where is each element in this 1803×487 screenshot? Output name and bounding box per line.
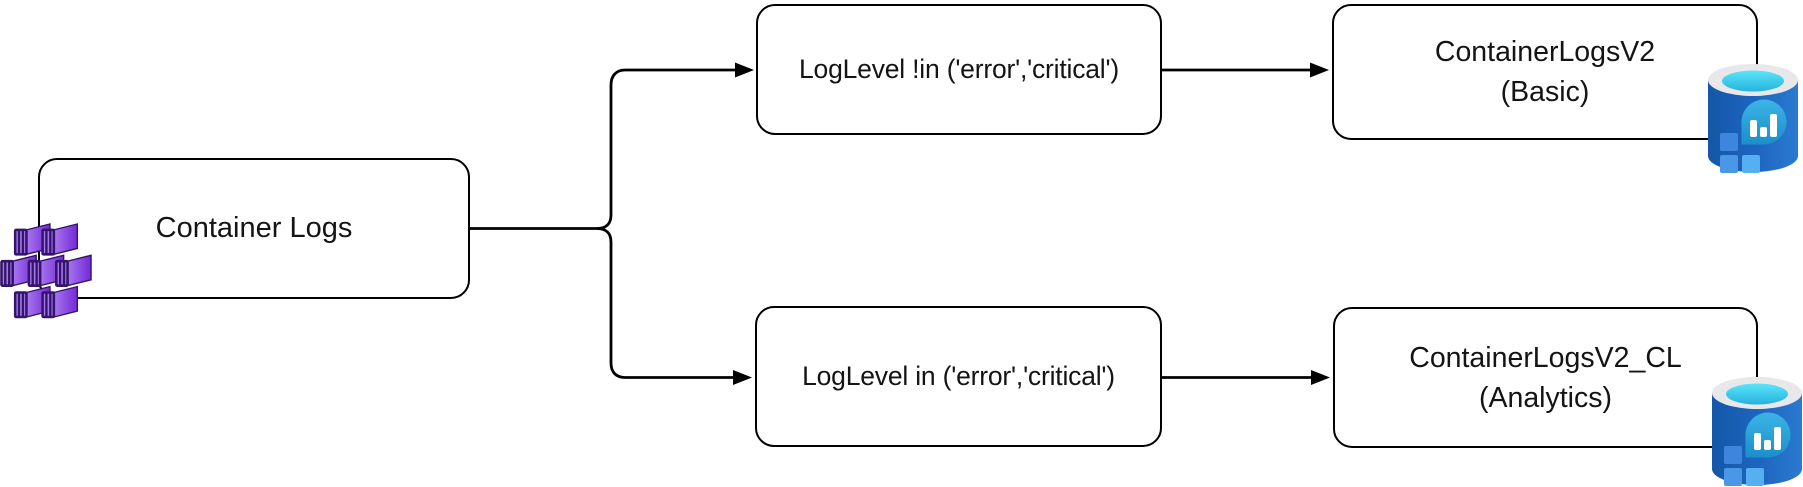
table-basic-plan: (Basic) — [1500, 76, 1590, 108]
connector-source-to-basic — [470, 68, 736, 230]
table-analytics-name: ContainerLogsV2_CL — [1409, 341, 1682, 374]
node-container-logs: Container Logs — [38, 158, 470, 299]
node-table-basic: ContainerLogsV2 (Basic) — [1332, 4, 1758, 140]
node-filter-basic: LogLevel !in ('error','critical') — [756, 4, 1162, 135]
log-analytics-icon-basic — [1708, 64, 1798, 173]
table-basic-name: ContainerLogsV2 — [1434, 36, 1656, 68]
arrowhead-basic-filter — [735, 62, 754, 78]
connector-source-to-analytics — [596, 227, 734, 379]
table-analytics-plan: (Analytics) — [1478, 381, 1613, 414]
node-filter-analytics: LogLevel in ('error','critical') — [755, 306, 1162, 447]
container-logs-label: Container Logs — [155, 212, 353, 244]
log-analytics-icon-analytics — [1712, 377, 1802, 486]
container-instances-icon — [0, 222, 93, 319]
arrowhead-basic-table — [1310, 62, 1329, 78]
arrowhead-analytics-filter — [733, 370, 752, 385]
filter-analytics-label: LogLevel in ('error','critical') — [802, 361, 1115, 391]
node-table-analytics: ContainerLogsV2_CL (Analytics) — [1333, 307, 1758, 448]
filter-basic-label: LogLevel !in ('error','critical') — [799, 54, 1119, 84]
arrowhead-analytics-table — [1311, 370, 1330, 385]
